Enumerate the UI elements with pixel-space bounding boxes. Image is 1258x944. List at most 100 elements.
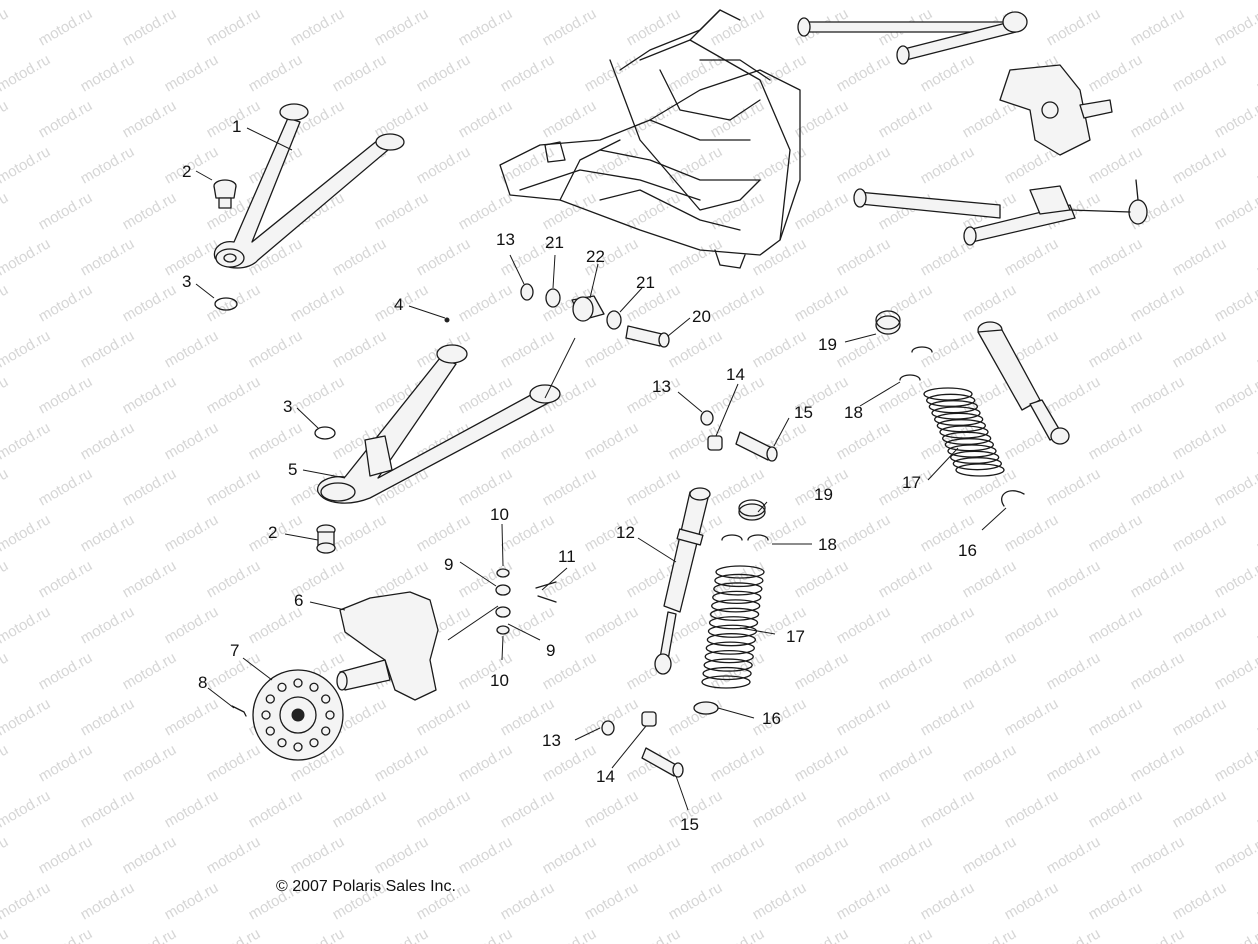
watermark-text: motod.ru xyxy=(36,925,96,944)
watermark-text: motod.ru xyxy=(750,879,810,923)
watermark-text: motod.ru xyxy=(876,741,936,785)
watermark-text: motod.ru xyxy=(624,925,684,944)
callout-19-rear: 19 xyxy=(818,335,837,354)
watermark-text: motod.ru xyxy=(1128,741,1188,785)
watermark-text: motod.ru xyxy=(792,925,852,944)
watermark-text: motod.ru xyxy=(1254,419,1258,463)
watermark-text: motod.ru xyxy=(0,5,11,49)
watermark-text: motod.ru xyxy=(456,97,516,141)
watermark-text: motod.ru xyxy=(708,925,768,944)
watermark-text: motod.ru xyxy=(120,281,180,325)
disc-vent-hole xyxy=(261,710,271,720)
spring-coil xyxy=(711,599,761,613)
watermark-text: motod.ru xyxy=(960,281,1020,325)
watermark-text: motod.ru xyxy=(120,97,180,141)
watermark-text: motod.ru xyxy=(36,5,96,49)
watermark-text: motod.ru xyxy=(120,925,180,944)
spring-coil xyxy=(712,590,762,605)
callout-2-upper: 2 xyxy=(182,162,191,181)
watermark-text: motod.ru xyxy=(1086,511,1146,555)
watermark-text: motod.ru xyxy=(246,51,306,95)
watermark-text: motod.ru xyxy=(330,511,390,555)
disc-screw xyxy=(231,705,247,717)
watermark-text: motod.ru xyxy=(1212,189,1258,233)
watermark-text: motod.ru xyxy=(36,189,96,233)
watermark-text: motod.ru xyxy=(960,557,1020,601)
disc-vent-hole xyxy=(277,682,287,692)
watermark-text: motod.ru xyxy=(792,189,852,233)
spring-coil xyxy=(701,675,751,689)
watermark-text: motod.ru xyxy=(414,695,474,739)
disc-vent-hole xyxy=(265,726,275,736)
watermark-text: motod.ru xyxy=(372,97,432,141)
watermark-text: motod.ru xyxy=(288,5,348,49)
watermark-text: motod.ru xyxy=(414,51,474,95)
watermark-text: motod.ru xyxy=(834,51,894,95)
spring-coil xyxy=(714,573,764,588)
watermark-text: motod.ru xyxy=(162,603,222,647)
watermark-text: motod.ru xyxy=(1086,787,1146,831)
watermark-text: motod.ru xyxy=(582,419,642,463)
callout-18-front: 18 xyxy=(818,535,837,554)
spring-coil xyxy=(931,406,981,420)
watermark-text: motod.ru xyxy=(1254,327,1258,371)
watermark-text: motod.ru xyxy=(1254,51,1258,95)
watermark-text: motod.ru xyxy=(834,143,894,187)
watermark-text: motod.ru xyxy=(1086,695,1146,739)
watermark-text: motod.ru xyxy=(666,695,726,739)
watermark-text: motod.ru xyxy=(834,235,894,279)
watermark-text: motod.ru xyxy=(456,189,516,233)
watermark-text: motod.ru xyxy=(0,465,11,509)
spring-coil xyxy=(713,582,763,596)
watermark-text: motod.ru xyxy=(246,419,306,463)
watermark-text: motod.ru xyxy=(750,0,810,3)
watermark-text: motod.ru xyxy=(540,5,600,49)
watermark-text: motod.ru xyxy=(78,787,138,831)
watermark-text: motod.ru xyxy=(666,327,726,371)
watermark-text: motod.ru xyxy=(1212,649,1258,693)
watermark-text: motod.ru xyxy=(120,189,180,233)
watermark-text: motod.ru xyxy=(918,0,978,3)
watermark-text: motod.ru xyxy=(0,557,11,601)
watermark-text: motod.ru xyxy=(1170,51,1230,95)
rear-shock xyxy=(977,321,1070,445)
watermark-text: motod.ru xyxy=(0,741,11,785)
watermark-text: motod.ru xyxy=(1254,695,1258,739)
callout-20: 20 xyxy=(692,307,711,326)
front-spring xyxy=(701,565,765,689)
watermark-text: motod.ru xyxy=(330,327,390,371)
callout-6: 6 xyxy=(294,591,303,610)
spring-seat-rear xyxy=(1001,490,1025,507)
watermark-text: motod.ru xyxy=(78,603,138,647)
watermark-text: motod.ru xyxy=(78,327,138,371)
watermark-text: motod.ru xyxy=(960,925,1020,944)
watermark-text: motod.ru xyxy=(0,373,11,417)
watermark-text: motod.ru xyxy=(582,0,642,3)
upper-ball-joint xyxy=(213,179,237,209)
watermark-text: motod.ru xyxy=(834,695,894,739)
watermark-text: motod.ru xyxy=(540,97,600,141)
watermark-text: motod.ru xyxy=(1044,833,1104,877)
watermark-text: motod.ru xyxy=(960,649,1020,693)
watermark-text: motod.ru xyxy=(666,51,726,95)
brake-disc xyxy=(252,669,344,761)
watermark-text: motod.ru xyxy=(1254,787,1258,831)
watermark-text: motod.ru xyxy=(78,419,138,463)
callout-21-b: 21 xyxy=(636,273,655,292)
disc-vent-hole xyxy=(321,726,331,736)
watermark-text: motod.ru xyxy=(1044,649,1104,693)
watermark-text: motod.ru xyxy=(1002,0,1062,3)
watermark-text: motod.ru xyxy=(372,833,432,877)
watermark-text: motod.ru xyxy=(498,0,558,3)
watermark-text: motod.ru xyxy=(120,741,180,785)
watermark-text: motod.ru xyxy=(834,787,894,831)
watermark-text: motod.ru xyxy=(414,235,474,279)
callout-13-bottom: 13 xyxy=(542,731,561,750)
watermark-text: motod.ru xyxy=(876,833,936,877)
rear-spindle xyxy=(999,64,1113,156)
watermark-text: motod.ru xyxy=(246,787,306,831)
watermark-text: motod.ru xyxy=(750,51,810,95)
watermark-text: motod.ru xyxy=(120,649,180,693)
watermark-text: motod.ru xyxy=(36,557,96,601)
watermark-text: motod.ru xyxy=(708,97,768,141)
